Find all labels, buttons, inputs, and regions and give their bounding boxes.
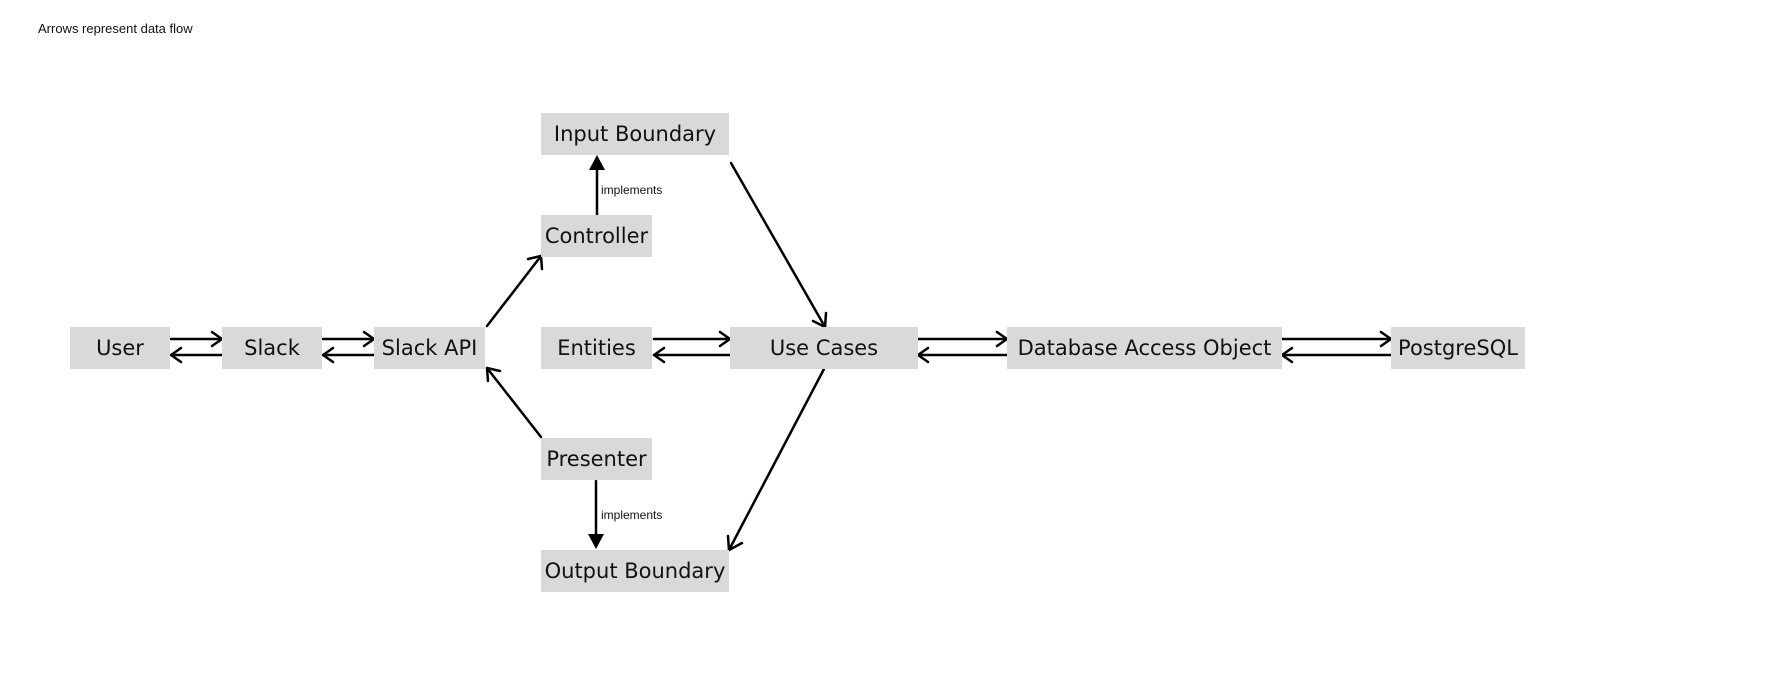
node-presenter: Presenter	[541, 438, 652, 480]
node-user: User	[70, 327, 170, 369]
label-presenter-implements: implements	[601, 508, 663, 522]
arrow-slack-to-slackapi	[321, 330, 376, 348]
node-database-access-object: Database Access Object	[1007, 327, 1282, 369]
diagram-note: Arrows represent data flow	[38, 21, 193, 36]
implements-arrowhead-output	[588, 534, 604, 549]
arrow-slack-to-user	[169, 346, 224, 364]
arrow-presenter-to-slackapi	[485, 366, 543, 439]
arrow-usecases-to-dao	[916, 330, 1009, 348]
node-output-boundary: Output Boundary	[541, 550, 729, 592]
arrow-dao-to-usecases	[916, 346, 1009, 364]
node-entities: Entities	[541, 327, 652, 369]
arrow-usecases-to-entities	[652, 346, 732, 364]
arrow-usecases-to-outputboundary	[726, 367, 826, 552]
label-controller-implements: implements	[601, 183, 663, 197]
node-use-cases: Use Cases	[730, 327, 918, 369]
arrow-slackapi-to-slack	[321, 346, 376, 364]
node-slack-api: Slack API	[374, 327, 485, 369]
arrow-user-to-slack	[169, 330, 224, 348]
node-controller: Controller	[541, 215, 652, 257]
arrow-dao-to-postgresql	[1280, 330, 1393, 348]
arrow-slackapi-to-controller	[485, 254, 544, 328]
node-slack: Slack	[222, 327, 322, 369]
node-postgresql: PostgreSQL	[1391, 327, 1525, 369]
arrow-entities-to-usecases	[652, 330, 732, 348]
implements-arrowhead-input	[589, 155, 605, 170]
node-input-boundary: Input Boundary	[541, 113, 729, 155]
arrow-postgresql-to-dao	[1280, 346, 1393, 364]
arrow-inputboundary-to-usecases	[729, 161, 828, 329]
